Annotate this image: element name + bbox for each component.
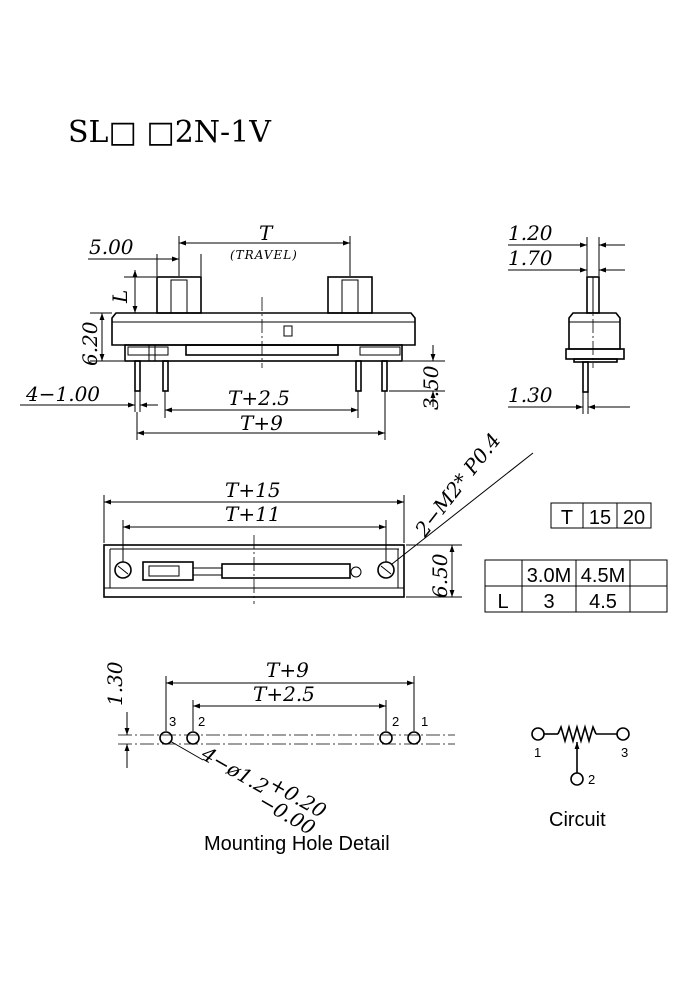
circuit-pin-1: 1 [534,745,541,760]
hole-pin-2-right [379,731,393,745]
knob-right [327,276,373,314]
mount-dim-T25: T+2.5 [253,682,315,706]
side-view: 1.20 1.70 1.30 [508,221,630,414]
hole-pin-3 [159,731,173,745]
mounting-hole-detail: 3 2 2 1 T+9 T+2.5 1.30 4−ø1.2 +0.20 −0.0… [103,658,455,855]
dim-620-label: 6.20 [78,321,102,366]
top-dim-T15: T+15 [225,478,281,502]
circuit-node-1 [531,727,545,741]
housing-outline [111,312,416,346]
travel-table-header: T [561,507,573,529]
circuit-pin-3: 3 [621,745,628,760]
circuit-node-2 [570,772,584,786]
hole-pin-1 [407,731,421,745]
dim-T-label: T [259,221,274,245]
travel-table-value-15: 15 [589,507,611,529]
knob-left [156,276,202,314]
hole-label-2b: 2 [392,714,399,729]
dim-4x100-label: 4−1.00 [25,382,100,406]
lever-table-h1: 3.0M [527,565,571,587]
hole-size-note: 4−ø1.2 [197,741,273,799]
front-view: T (TRAVEL) 5.00 L 6.20 3.50 4−1.00 T [20,221,445,440]
lever-table-row-label: L [497,591,508,613]
hole-label-2a: 2 [198,714,205,729]
dim-5-label: 5.00 [89,235,134,259]
travel-table: T 15 20 [550,502,652,529]
lever-length-table: 3.0M 4.5M L 3 4.5 [484,559,668,613]
side-pin [582,361,589,393]
dim-L-label: L [108,290,132,304]
mounting-caption: Mounting Hole Detail [204,833,390,855]
screw-note: 2−M2* P0.4 [409,428,505,542]
terminal-pins [134,345,388,392]
side-housing [568,312,621,350]
top-dim-650: 6.50 [428,553,452,598]
dim-T9-label: T+9 [240,411,283,435]
circuit-caption: Circuit [549,809,606,831]
dim-T25-label: T+2.5 [228,386,290,410]
part-number-title: SL□ □2N-1V [68,115,272,150]
travel-table-value-20: 20 [623,507,645,529]
travel-label: (TRAVEL) [230,248,298,262]
resistor-icon [557,724,597,744]
hole-pin-2-left [186,731,200,745]
circuit-diagram: 1 3 2 Circuit [531,724,630,831]
circuit-pin-2: 2 [588,772,595,787]
lever-table-v1: 3 [543,591,554,613]
lever-table-v2: 4.5 [589,591,617,613]
dim-350-label: 3.50 [419,365,443,410]
mount-dim-T9: T+9 [266,658,309,682]
side-dim-130: 1.30 [508,383,553,407]
top-view: T+15 T+11 6.50 2−M2* P0.4 [103,428,534,604]
hole-label-3: 3 [169,714,176,729]
circuit-node-3 [616,727,630,741]
top-dim-T11: T+11 [225,502,281,526]
side-dim-170: 1.70 [508,246,553,270]
hole-label-1: 1 [421,714,428,729]
lever-table-h2: 4.5M [581,565,625,587]
side-dim-120: 1.20 [508,221,553,245]
mount-dim-130: 1.30 [103,661,127,706]
